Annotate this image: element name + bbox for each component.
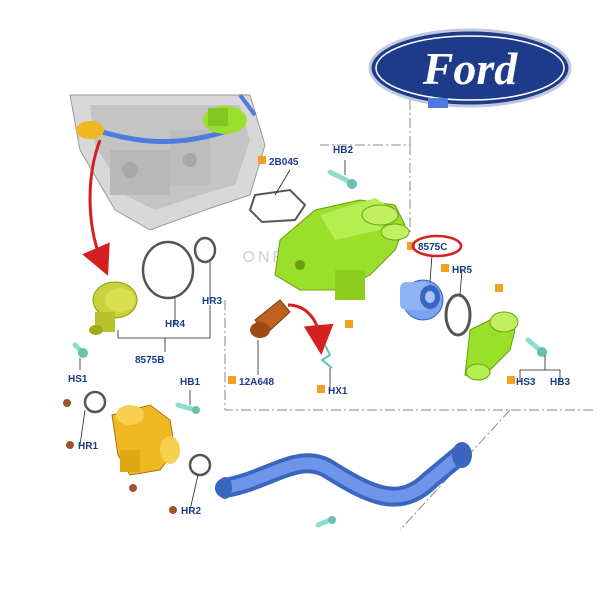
- pointer-arrow-sensor: [287, 303, 334, 355]
- pointer-arrow-engine: [82, 139, 110, 276]
- label-12a648: 12A648: [239, 377, 274, 388]
- bolt-hs1: [72, 342, 88, 358]
- coolant-hose: [215, 442, 472, 507]
- blue-connector-cap: [428, 98, 448, 108]
- leader-lines: [79, 160, 561, 511]
- part-labels: 2B045 HB2 8575C HR5 HR3 HR4 8575B HS1 12…: [68, 145, 570, 517]
- bolt-hb2: [327, 169, 357, 189]
- gasket-2b045: [248, 188, 307, 224]
- label-hr3: HR3: [202, 296, 222, 307]
- label-hr1: HR1: [78, 441, 98, 452]
- water-pump-8575b: [89, 281, 138, 335]
- bolt-hb3: [525, 337, 547, 357]
- engine-block-image: [69, 93, 266, 231]
- logo-wordmark: Ford: [422, 43, 519, 94]
- label-hs1: HS1: [68, 374, 88, 385]
- label-hb3: HB3: [550, 377, 570, 388]
- label-hr5: HR5: [452, 265, 472, 276]
- label-hr4: HR4: [165, 319, 185, 330]
- oring-hr4: [141, 240, 195, 300]
- oring-hr1: [83, 390, 107, 414]
- label-hb2: HB2: [333, 145, 353, 156]
- coolant-elbow-outlet: [464, 311, 519, 381]
- thermostat-housing: [274, 198, 410, 300]
- label-hb1: HB1: [180, 377, 200, 388]
- oring-hr3: [193, 236, 217, 264]
- clip-hx1: [320, 344, 333, 369]
- label-hs3: HS3: [516, 377, 536, 388]
- sensor-12a648: [250, 299, 291, 338]
- bullets: [63, 156, 515, 514]
- thermostat-8575c: [400, 279, 444, 321]
- label-2b045: 2B045: [269, 157, 299, 168]
- label-hx1: HX1: [328, 386, 348, 397]
- oring-hr5: [444, 293, 472, 337]
- label-8575b: 8575B: [135, 355, 164, 366]
- bolt-hb1: [175, 402, 200, 414]
- hose-clip-bottom: [315, 516, 336, 528]
- ford-logo: Ford: [368, 28, 572, 108]
- highlight-ring-8575c: [411, 234, 463, 258]
- label-8575c: 8575C: [418, 242, 447, 253]
- label-hr2: HR2: [181, 506, 201, 517]
- oring-hr2: [188, 453, 212, 477]
- coolant-outlet-yellow: [111, 404, 180, 476]
